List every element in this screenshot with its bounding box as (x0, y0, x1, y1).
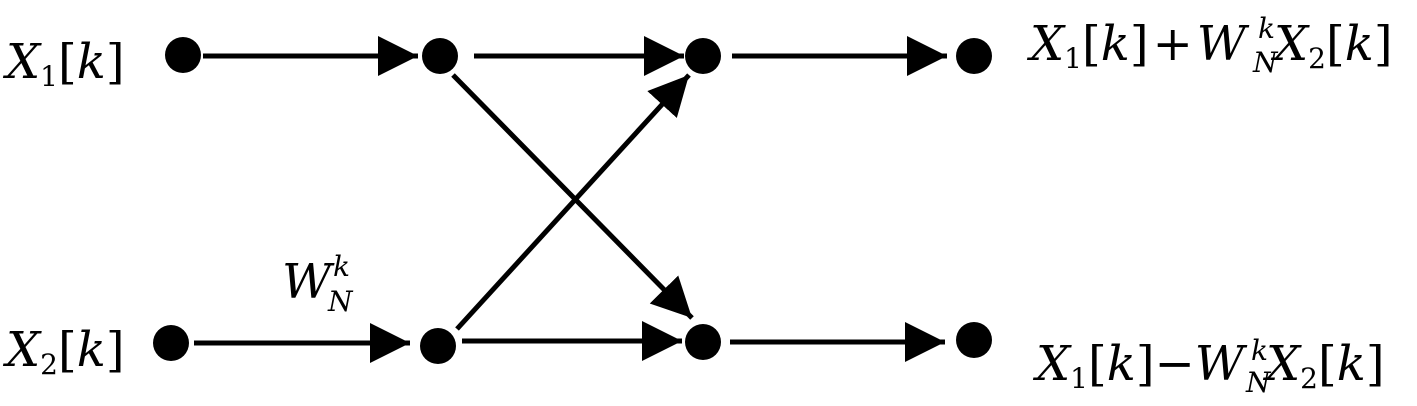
sum-term2-sub: 2 (1308, 42, 1326, 75)
sum-term2-var: X (1270, 16, 1310, 72)
sum-term2-open: [ (1326, 16, 1345, 72)
diff-term2-var: X (1262, 336, 1302, 392)
svg-text:X1[k]−W: X1[k]−W (1032, 336, 1248, 395)
svg-text:X2[k]: X2[k] (1262, 336, 1385, 395)
sum-term1-sub: 1 (1064, 42, 1082, 75)
x2-close-bracket: ] (106, 322, 125, 378)
node-stage2-bottom (685, 324, 721, 360)
sum-operator: + (1153, 16, 1193, 72)
input-label-x2: X2[k] (2, 322, 125, 381)
twiddle-sub: N (327, 285, 354, 318)
diff-operator: − (1155, 336, 1195, 392)
sum-term1-arg: k (1101, 16, 1130, 72)
twiddle-sup: k (333, 250, 350, 283)
diff-term2-arg: k (1337, 336, 1366, 392)
sum-twiddle-sup: k (1258, 12, 1275, 45)
diff-term2-close: ] (1366, 336, 1385, 392)
diff-term1-arg: k (1107, 336, 1136, 392)
sum-term1-var: X (1026, 16, 1066, 72)
sum-twiddle-var: W (1197, 16, 1250, 72)
diff-term2-open: [ (1318, 336, 1337, 392)
svg-text:X2[k]: X2[k] (1270, 16, 1393, 75)
diff-term1-sub: 1 (1070, 362, 1088, 395)
diff-term2-sub: 2 (1300, 362, 1318, 395)
svg-text:X1[k]: X1[k] (2, 34, 125, 93)
node-stage1-top (422, 38, 458, 74)
edge-cross-down (451, 73, 694, 320)
x1-arg: k (77, 34, 106, 90)
diff-twiddle-var: W (1195, 336, 1248, 392)
node-input-x2 (153, 325, 189, 361)
diff-term1-var: X (1032, 336, 1072, 392)
diff-term1-open: [ (1088, 336, 1107, 392)
input-label-x1: X1[k] (2, 34, 125, 93)
sum-twiddle-sub: N (1252, 46, 1279, 79)
sum-term1-close: ] (1130, 16, 1149, 72)
sum-term1-open: [ (1082, 16, 1101, 72)
x1-var: X (2, 34, 42, 90)
svg-text:X2[k]: X2[k] (2, 322, 125, 381)
sum-term2-arg: k (1345, 16, 1374, 72)
twiddle-label: W k N (282, 250, 354, 318)
node-stage2-top (685, 38, 721, 74)
diff-term1-close: ] (1136, 336, 1155, 392)
x2-var: X (2, 322, 42, 378)
x2-sub: 2 (40, 348, 58, 381)
svg-text:X1[k]+W: X1[k]+W (1026, 16, 1250, 75)
diff-twiddle-sup: k (1251, 334, 1268, 367)
x1-close-bracket: ] (106, 34, 125, 90)
edge-cross-up (455, 73, 691, 331)
x1-open-bracket: [ (58, 34, 77, 90)
output-label-sum: X1[k]+W k N X2[k] (1026, 12, 1393, 79)
node-output-difference (956, 322, 992, 358)
node-output-sum (956, 38, 992, 74)
x2-arg: k (77, 322, 106, 378)
node-stage1-bottom (420, 328, 456, 364)
x1-sub: 1 (40, 60, 58, 93)
x2-open-bracket: [ (58, 322, 77, 378)
sum-term2-close: ] (1374, 16, 1393, 72)
diff-twiddle-sub: N (1245, 366, 1272, 399)
output-label-difference: X1[k]−W k N X2[k] (1032, 334, 1385, 399)
twiddle-var: W (282, 254, 335, 310)
node-input-x1 (165, 37, 201, 73)
